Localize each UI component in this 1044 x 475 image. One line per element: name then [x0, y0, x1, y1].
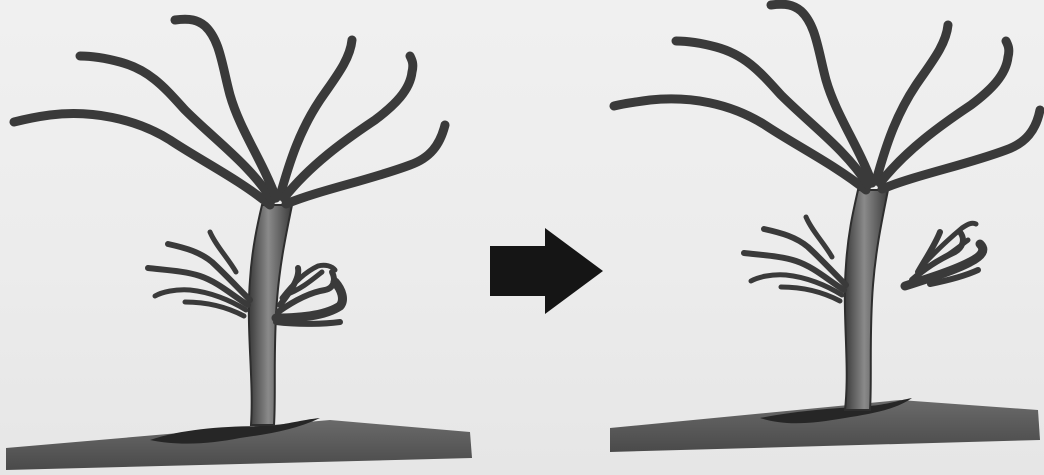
before-panel — [6, 19, 472, 470]
ground-slope — [610, 400, 1040, 452]
tree-trunk — [845, 190, 888, 410]
crown-branches — [14, 19, 445, 205]
detached-side-branch — [905, 223, 983, 286]
attached-side-branch — [276, 265, 342, 324]
right-arrow-icon — [490, 228, 603, 314]
after-panel — [610, 4, 1040, 452]
left-side-branch — [744, 217, 846, 301]
crown-branches — [614, 4, 1040, 190]
left-side-branch — [148, 232, 250, 316]
